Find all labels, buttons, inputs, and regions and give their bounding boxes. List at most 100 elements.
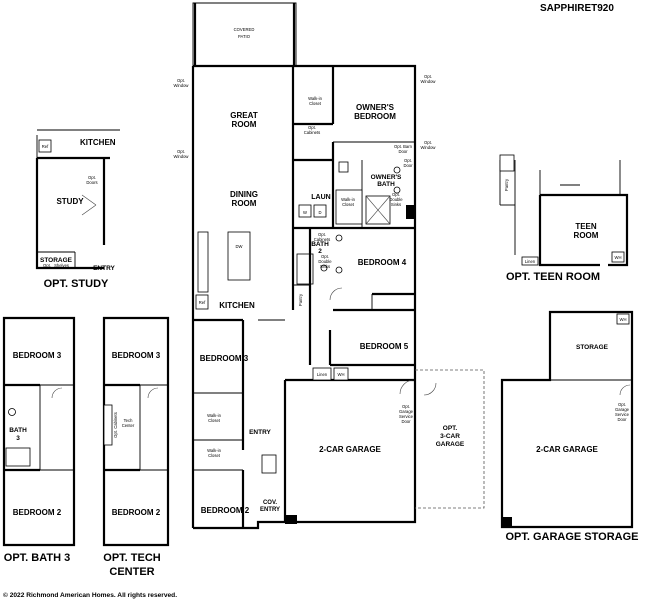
dryer-label: D (318, 210, 321, 215)
tech-center-label-1: Tech (124, 418, 134, 423)
opt-window-left-2: Window (174, 83, 190, 88)
entry-label: ENTRY (249, 429, 271, 436)
opt-cabinets-bath2-2: Cabinets (314, 237, 331, 242)
opt-barn-door-1: Opt. Barn (394, 144, 413, 149)
opt-garage-storage-title: OPT. GARAGE STORAGE (505, 531, 638, 543)
water-heater-label: WH (338, 372, 345, 377)
great-room-label-1: GREAT (230, 111, 258, 120)
opt-bath-3-title: OPT. BATH 3 (4, 552, 70, 564)
opt-tech-center-title-2: CENTER (109, 566, 154, 578)
opt-bath-3-inset: BEDROOM 3 BATH 3 BEDROOM 2 OPT. BATH 3 (2, 316, 76, 564)
teen-pantry-label: Pantry (504, 178, 509, 191)
linen-label: Linen (317, 372, 328, 377)
ref-label: Ref (199, 300, 206, 305)
opt-window-right-1: Opt. (424, 74, 432, 79)
study-opt-doors-1: Opt. (88, 175, 96, 180)
walkin-closet-owner-2: Closet (309, 101, 322, 106)
walkin-closet-bed2-1: Walk-in (207, 448, 221, 453)
tech-opt-cabinets: Opt. Cabinets (113, 412, 118, 438)
bath-2-label-1: BATH (311, 241, 329, 248)
opt-tech-center-title-1: OPT. TECH (103, 552, 161, 564)
pantry-label: Pantry (298, 293, 303, 306)
study-opt-shelves-b: Shelves (54, 263, 69, 268)
opt-double-sinks-bath2-3: Sinks (320, 264, 330, 269)
bath3-label-1: BATH (9, 427, 27, 434)
main-outer-wall-top (193, 64, 417, 365)
opt-window-right-b-2: Window (421, 145, 437, 150)
garage-storage-opt-door-3: Service (615, 412, 630, 417)
walkin-closet-bath-2: Closet (342, 202, 355, 207)
model-name: SAPPHIRET920 (540, 3, 614, 14)
cov-entry-label-2: ENTRY (260, 507, 280, 513)
walkin-closet-owner-1: Walk-in (308, 96, 322, 101)
owners-bath-label-2: BATH (377, 181, 395, 188)
garage-storage-opt-door-1: Opt. (618, 402, 626, 407)
opt-window-right-b-1: Opt. (424, 140, 432, 145)
bath3-bedroom-2-label: BEDROOM 2 (13, 508, 62, 517)
opt-study-inset: KITCHEN STUDY STORAGE ENTRY Opt. Doors O… (35, 129, 120, 290)
kitchen-label: KITCHEN (219, 301, 255, 310)
teen-room-label-1: TEEN (575, 222, 597, 231)
study-ref-label: Ref (42, 144, 49, 149)
opt-barn-door-2: Door (398, 149, 408, 154)
bath3-label-2: 3 (16, 435, 20, 442)
walkin-closet-bed3-2: Closet (208, 418, 221, 423)
main-outer-wall-bottom-left (193, 520, 285, 530)
opt-double-sinks-bath2-1: Opt. (321, 254, 329, 259)
opt-3-car-garage-outline (415, 369, 485, 509)
opt-window-left-1: Opt. (177, 78, 185, 83)
study-opt-shelves: Opt. Shelves (43, 263, 69, 268)
dining-room-label-2: ROOM (232, 199, 257, 208)
opt-cabinets-owner-1: Opt. (308, 125, 316, 130)
bedroom-5-label: BEDROOM 5 (360, 342, 409, 351)
cov-entry-label-1: COV. (263, 500, 277, 506)
opt-window-left-b-1: Opt. (177, 149, 185, 154)
study-opt-doors-2: Doors (86, 180, 97, 185)
great-room-label-2: ROOM (232, 120, 257, 129)
tech-bedroom-3-label: BEDROOM 3 (112, 351, 161, 360)
teen-room-label-2: ROOM (574, 231, 599, 240)
bath3-bedroom-3-label: BEDROOM 3 (13, 351, 62, 360)
tech-bedroom-2-label: BEDROOM 2 (112, 508, 161, 517)
opt-teen-room-title: OPT. TEEN ROOM (506, 271, 600, 283)
bedroom-3-label: BEDROOM 3 (200, 354, 249, 363)
bedroom-2-label: BEDROOM 2 (201, 506, 250, 515)
opt-dbl-sinks-owner-1: Opt. (392, 192, 400, 197)
opt-teen-room-inset: TEEN ROOM Pantry Linen WH OPT. TEEN ROOM (499, 154, 629, 283)
opt-tech-center-inset: BEDROOM 3 Tech Center Opt. Cabinets BEDR… (102, 316, 170, 578)
opt-double-sinks-bath2-2: Double (318, 259, 332, 264)
garage-storage-wh-label: WH (620, 317, 627, 322)
opt-study-title: OPT. STUDY (44, 278, 109, 290)
main-floor-plan (191, 2, 485, 530)
dining-room-label-1: DINING (230, 190, 258, 199)
opt-3car-label-3: GARAGE (436, 441, 465, 448)
covered-patio-outline (192, 2, 297, 66)
garage-storage-opt-door-2: Garage (615, 407, 630, 412)
opt-garage-door-1: Opt. (402, 404, 410, 409)
tech-center-label-2: Center (122, 423, 135, 428)
opt-door-2: Door (403, 163, 413, 168)
laundry-label: LAUN (311, 194, 330, 201)
garage-storage-label: STORAGE (576, 344, 609, 351)
study-kitchen-label: KITCHEN (80, 138, 116, 147)
opt-cabinets-owner-2: Cabinets (304, 130, 321, 135)
study-entry-label: ENTRY (93, 265, 115, 272)
study-storage-label: STORAGE (40, 257, 73, 264)
opt-dbl-sinks-owner-2: Double (389, 197, 403, 202)
opt-garage-door-3: Service (399, 414, 414, 419)
opt-window-right-2: Window (421, 79, 437, 84)
opt-3car-label-2: 3-CAR (440, 433, 460, 440)
study-label: STUDY (56, 197, 84, 206)
dishwasher-label: DW (236, 244, 243, 249)
copyright-notice: © 2022 Richmond American Homes. All righ… (3, 591, 177, 599)
teen-wh-label: WH (615, 255, 622, 260)
opt-cabinets-bath2-1: Opt. (318, 232, 326, 237)
walkin-closet-bed2-2: Closet (208, 453, 221, 458)
garage-storage-opt-door-4: Door (617, 417, 627, 422)
bath-2-label-2: 2 (318, 248, 322, 255)
opt-door-1: Opt. (404, 158, 412, 163)
bedroom-4-label: BEDROOM 4 (358, 258, 407, 267)
